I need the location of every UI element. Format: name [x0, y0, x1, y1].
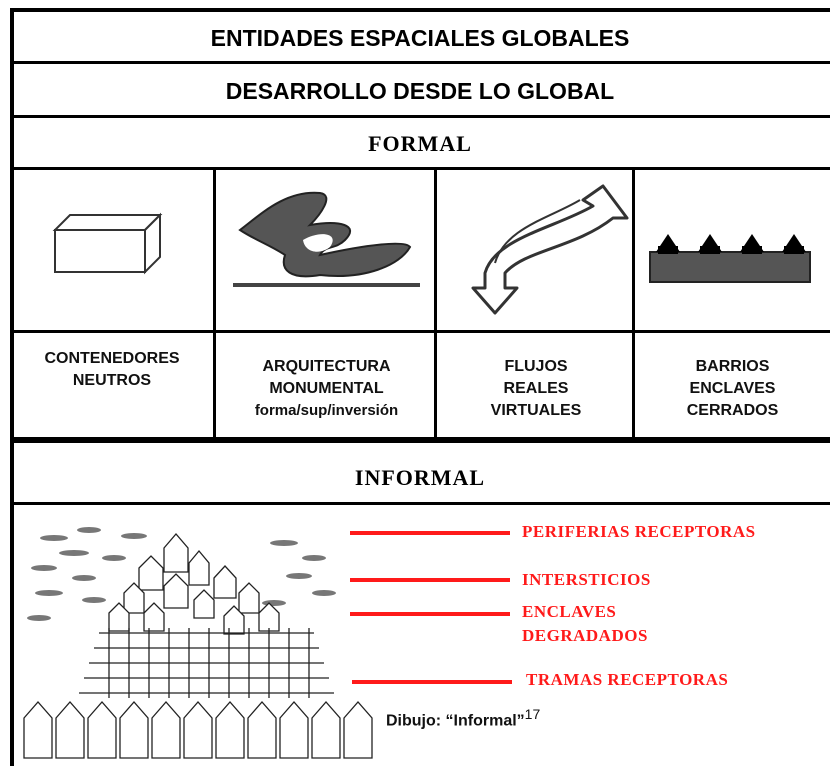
subtitle-row: DESARROLLO DESDE LO GLOBAL: [10, 64, 830, 118]
formal-row: FORMAL: [10, 118, 830, 170]
monument-icon: [233, 191, 420, 287]
formal-label-4-line1: BARRIOS: [695, 358, 770, 375]
informal-row: INFORMAL: [10, 450, 830, 505]
formal-label-3-line3: VIRTUALES: [490, 402, 582, 419]
formal-cell-2: [216, 170, 437, 437]
formal-label-3-line1: FLUJOS: [504, 358, 568, 375]
label-enclaves: ENCLAVES: [522, 602, 617, 621]
label-degradados: DEGRADADOS: [522, 626, 648, 645]
caption-footnote: 17: [524, 706, 541, 722]
page-title: ENTIDADES ESPACIALES GLOBALES: [210, 25, 630, 51]
formal-cell-1: [10, 170, 216, 437]
informal-heading: INFORMAL: [354, 465, 486, 490]
formal-label-4-line3: CERRADOS: [686, 402, 779, 419]
formal-cell-3: [437, 170, 635, 437]
formal-label-2-line2: MONUMENTAL: [269, 380, 384, 397]
grid-divider: [10, 330, 830, 333]
informal-top-rule: [10, 440, 830, 450]
caption: Dibujo: “Informal”17: [386, 706, 540, 730]
label-intersticios: INTERSTICIOS: [522, 570, 651, 589]
page-subtitle: DESARROLLO DESDE LO GLOBAL: [225, 78, 615, 104]
formal-label-4-line2: ENCLAVES: [689, 380, 776, 397]
label-bar-periferias: [350, 531, 510, 535]
label-bar-enclaves: [350, 612, 510, 616]
formal-label-2-line3: forma/sup/inversión: [254, 402, 399, 419]
title-row: ENTIDADES ESPACIALES GLOBALES: [10, 12, 830, 64]
caption-text: Dibujo: “Informal”: [386, 712, 525, 730]
formal-label-1-line1: CONTENEDORES: [44, 350, 180, 367]
label-bar-tramas: [352, 680, 512, 684]
flow-arrow-icon: [471, 184, 629, 315]
formal-label-2-line1: ARQUITECTURA: [262, 358, 391, 375]
gated-houses-icon: [649, 234, 811, 283]
formal-label-3-line2: REALES: [503, 380, 569, 397]
label-bar-intersticios: [350, 578, 510, 582]
label-periferias: PERIFERIAS RECEPTORAS: [522, 522, 756, 541]
box-icon: [52, 212, 163, 275]
informal-city-sketch: [23, 527, 373, 759]
diagram-frame: [10, 8, 830, 766]
formal-heading: FORMAL: [368, 131, 472, 156]
formal-label-1-line2: NEUTROS: [72, 372, 152, 389]
formal-grid: [10, 170, 830, 440]
label-tramas: TRAMAS RECEPTORAS: [526, 670, 729, 689]
